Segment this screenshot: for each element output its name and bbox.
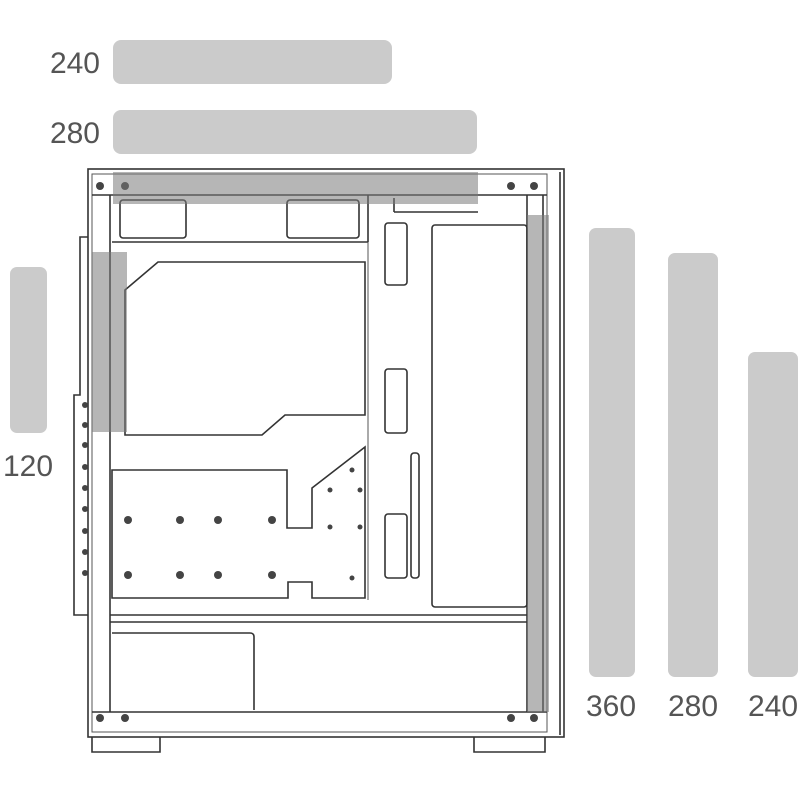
label-top-280: 280: [50, 117, 100, 150]
front-radiator-mount-area: [92, 252, 127, 432]
label-front-120: 120: [3, 450, 53, 483]
label-side-360: 360: [586, 690, 636, 723]
pc-case-side-view: [73, 168, 565, 753]
side-radiator-mount-area: [527, 215, 549, 712]
radiator-bar-top-240: [113, 40, 392, 84]
radiator-bar-front-120: [10, 267, 47, 433]
label-top-240: 240: [50, 47, 100, 80]
radiator-bar-side-360: [589, 228, 635, 677]
standoff-screws: [96, 182, 538, 722]
top-radiator-mount-area: [113, 172, 478, 204]
radiator-bar-side-240: [748, 352, 798, 677]
radiator-bar-side-280: [668, 253, 718, 677]
label-side-280: 280: [668, 690, 718, 723]
radiator-bar-top-280: [113, 110, 477, 154]
label-side-240: 240: [748, 690, 798, 723]
